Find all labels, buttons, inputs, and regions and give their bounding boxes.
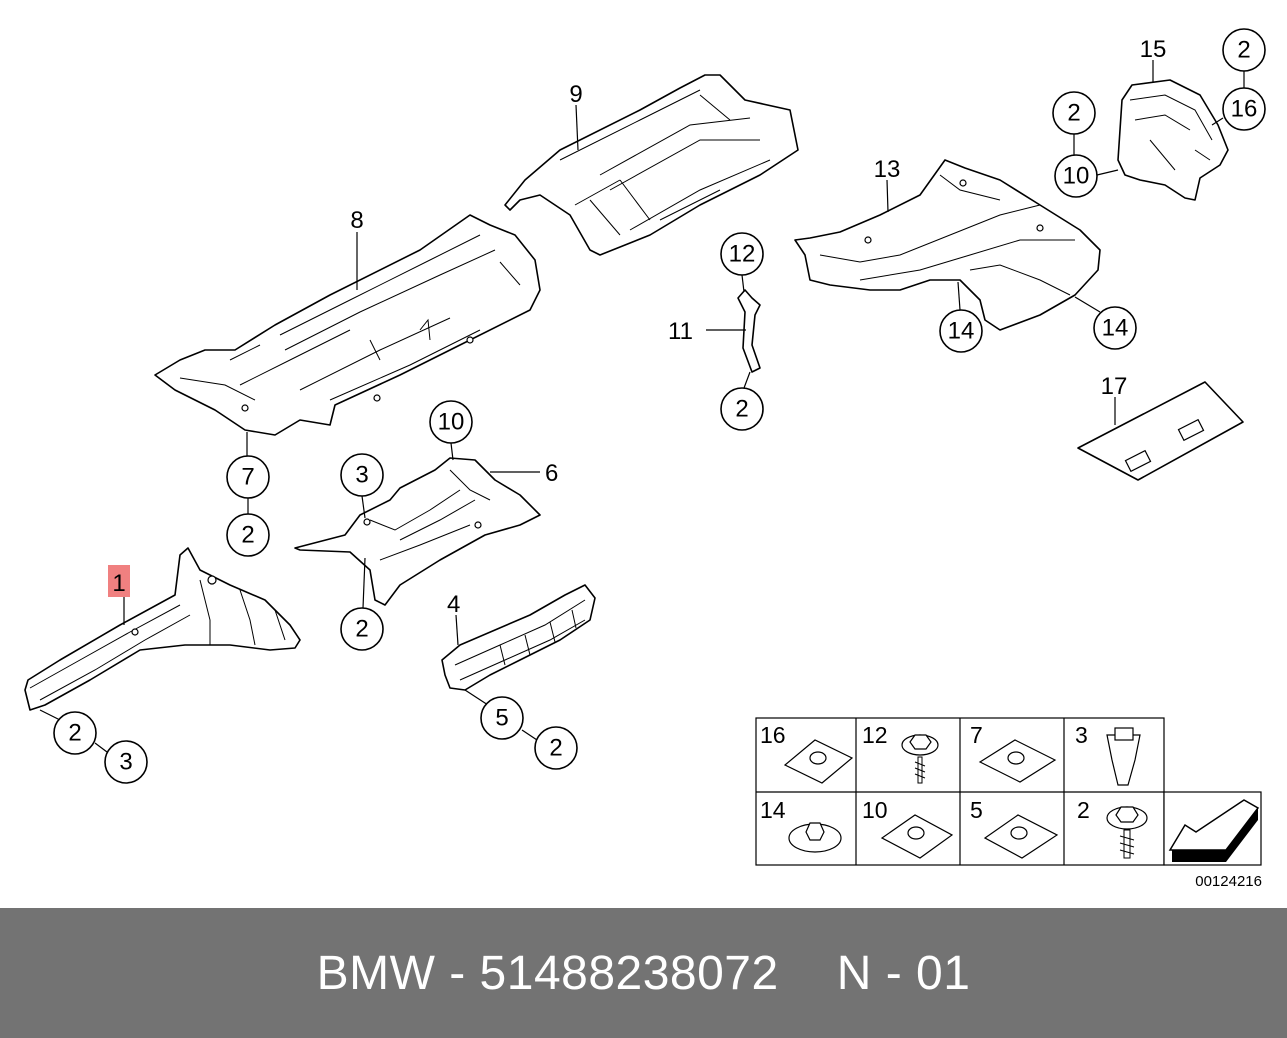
arrow-icon bbox=[1168, 799, 1260, 862]
legend-num-10: 10 bbox=[862, 797, 888, 823]
callout-2-part1: 2 bbox=[68, 720, 81, 747]
bracket-part-4 bbox=[441, 584, 596, 691]
legend-num-2: 2 bbox=[1077, 797, 1090, 823]
callout-4: 4 bbox=[447, 591, 460, 618]
callout-9: 9 bbox=[569, 81, 582, 108]
callout-12: 12 bbox=[729, 241, 756, 268]
callout-11: 11 bbox=[668, 318, 693, 345]
strap-part-11 bbox=[737, 289, 761, 373]
heat-shield-part-9 bbox=[504, 74, 799, 256]
callout-17: 17 bbox=[1101, 373, 1128, 400]
clip-nut-icon bbox=[983, 814, 1059, 859]
drawing-number: 00124216 bbox=[1195, 873, 1262, 890]
heat-shield-part-13 bbox=[794, 159, 1101, 331]
heat-shield-part-8 bbox=[154, 214, 541, 436]
callout-14-right: 14 bbox=[1102, 315, 1129, 342]
legend-num-12: 12 bbox=[862, 722, 888, 748]
legend-num-5: 5 bbox=[970, 797, 983, 823]
footer-bar: BMW - 51488238072 N - 01 bbox=[0, 908, 1287, 1038]
footer-caption: BMW - 51488238072 N - 01 bbox=[317, 946, 971, 1001]
callout-13: 13 bbox=[874, 156, 901, 183]
callout-16: 16 bbox=[1231, 96, 1258, 123]
callout-14-left: 14 bbox=[948, 318, 975, 345]
callout-8: 8 bbox=[350, 207, 363, 234]
legend-num-3: 3 bbox=[1075, 722, 1088, 748]
expanding-nut-icon bbox=[1106, 727, 1141, 786]
callout-10-part15: 10 bbox=[1063, 163, 1090, 190]
callout-2-part8: 2 bbox=[241, 522, 254, 549]
clip-nut-icon bbox=[978, 739, 1057, 783]
legend-num-7: 7 bbox=[970, 722, 983, 748]
position-code: N - 01 bbox=[836, 946, 971, 1000]
callout-7: 7 bbox=[241, 464, 254, 491]
callout-6: 6 bbox=[545, 460, 558, 487]
legend-num-16: 16 bbox=[760, 722, 786, 748]
heat-shield-part-15 bbox=[1117, 79, 1229, 201]
part-number: 51488238072 bbox=[479, 946, 779, 1000]
clip-nut-icon bbox=[783, 739, 854, 784]
clip-nut-icon bbox=[880, 814, 954, 859]
callout-2-part4: 2 bbox=[549, 735, 562, 762]
callout-15: 15 bbox=[1140, 36, 1167, 63]
callout-2-part11: 2 bbox=[735, 396, 748, 423]
fastener-legend: 16 12 7 3 14 10 5 bbox=[755, 717, 1262, 866]
separator: - bbox=[449, 946, 466, 1000]
collar-nut-icon bbox=[788, 822, 842, 853]
parts-diagram: 9 8 7 2 1 2 3 6 10 3 2 bbox=[24, 28, 1266, 890]
callout-3-part6: 3 bbox=[355, 462, 368, 489]
callout-1: 1 bbox=[112, 570, 125, 597]
callout-5: 5 bbox=[495, 705, 508, 732]
callout-10-part6: 10 bbox=[438, 409, 465, 436]
heat-shield-part-1 bbox=[24, 547, 301, 711]
brand-label: BMW bbox=[316, 946, 436, 1000]
callout-3-part1: 3 bbox=[119, 749, 132, 776]
legend-num-14: 14 bbox=[760, 797, 786, 823]
hex-screw-icon bbox=[1106, 806, 1148, 859]
callout-2-part15b: 2 bbox=[1237, 37, 1250, 64]
hex-screw-icon bbox=[901, 734, 939, 784]
highlight-marker bbox=[108, 565, 130, 597]
heat-shield-part-6 bbox=[294, 457, 541, 606]
callout-2-part6: 2 bbox=[355, 616, 368, 643]
pad-part-17 bbox=[1077, 381, 1244, 481]
callout-2-part15a: 2 bbox=[1067, 100, 1080, 127]
